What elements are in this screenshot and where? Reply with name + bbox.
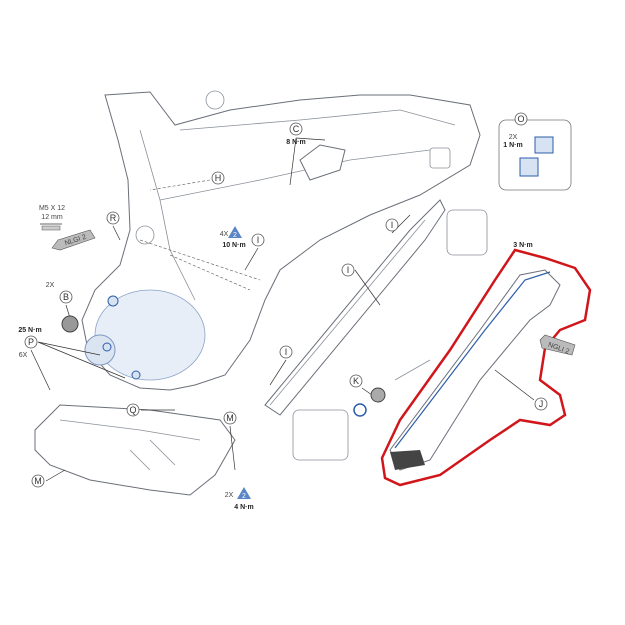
screw-length-text: 12 mm	[41, 214, 63, 221]
callout-i-4: I	[279, 345, 293, 359]
svg-text:Q: Q	[129, 405, 136, 415]
skid-plate-m	[34, 404, 236, 496]
svg-text:J: J	[539, 399, 544, 409]
qty-o: 2X	[509, 134, 518, 141]
callout-k: K	[349, 374, 363, 388]
callout-j: J	[534, 397, 548, 411]
callout-b: B	[59, 290, 73, 304]
torque-o: 1 N·m	[503, 142, 522, 149]
svg-text:2: 2	[242, 493, 246, 500]
svg-text:I: I	[391, 220, 394, 230]
bolt-p3	[107, 295, 119, 307]
qty-p: 6X	[19, 352, 28, 359]
svg-text:O: O	[517, 114, 524, 124]
callout-m-2: M	[31, 474, 45, 488]
callout-r: R	[106, 211, 120, 225]
callout-o: O	[514, 112, 528, 126]
grease-tube-left: NLGI 2	[51, 229, 96, 251]
part-j-highlighted	[380, 248, 592, 487]
screw-icon	[41, 225, 61, 231]
leader-lines	[30, 137, 535, 482]
svg-text:R: R	[110, 213, 117, 223]
callouts: C 8 N·m H R 2X B 25 N·m P 6X 4X 2 10 N·m…	[18, 112, 548, 511]
torque-i: 10 N·m	[222, 242, 245, 249]
qty-m: 2X	[225, 492, 234, 499]
bolt-p1	[102, 342, 112, 352]
svg-text:H: H	[215, 173, 222, 183]
callout-c: C	[289, 122, 303, 136]
screw-dimension: M5 X 12 12 mm	[39, 205, 65, 231]
callout-p: P	[24, 335, 38, 349]
torque-j: 3 N·m	[513, 242, 532, 249]
torque-c: 8 N·m	[286, 139, 305, 146]
seal-k	[353, 403, 367, 417]
callout-i-2: I	[385, 218, 399, 232]
threadlock-icon-m: 2	[237, 487, 251, 500]
qty-b: 2X	[46, 282, 55, 289]
svg-text:M: M	[34, 476, 42, 486]
callout-m-1: M	[223, 411, 237, 425]
svg-text:I: I	[347, 265, 350, 275]
callout-q: Q	[126, 403, 140, 417]
svg-text:B: B	[63, 292, 69, 302]
callout-i-1: I	[251, 233, 265, 247]
bearing-b	[61, 315, 79, 333]
downtube-cover-i	[264, 199, 446, 416]
threadlock-icon-i: 2	[228, 226, 242, 239]
svg-text:C: C	[293, 124, 300, 134]
svg-text:I: I	[257, 235, 260, 245]
svg-text:K: K	[353, 376, 359, 386]
battery-connector	[292, 209, 488, 461]
svg-text:2: 2	[233, 232, 237, 239]
screw-size-text: M5 X 12	[39, 205, 65, 212]
bolt-p2	[131, 370, 141, 380]
callout-h: H	[211, 171, 225, 185]
svg-text:I: I	[285, 347, 288, 357]
qty-i: 4X	[220, 231, 229, 238]
detail-box-o	[498, 119, 572, 191]
svg-text:M: M	[226, 413, 234, 423]
torque-p: 25 N·m	[18, 327, 41, 334]
torque-m: 4 N·m	[234, 504, 253, 511]
svg-text:P: P	[28, 337, 34, 347]
motor-unit	[84, 289, 206, 381]
cover-c	[299, 144, 346, 181]
callout-i-3: I	[341, 263, 355, 277]
bearing-k	[370, 387, 386, 403]
